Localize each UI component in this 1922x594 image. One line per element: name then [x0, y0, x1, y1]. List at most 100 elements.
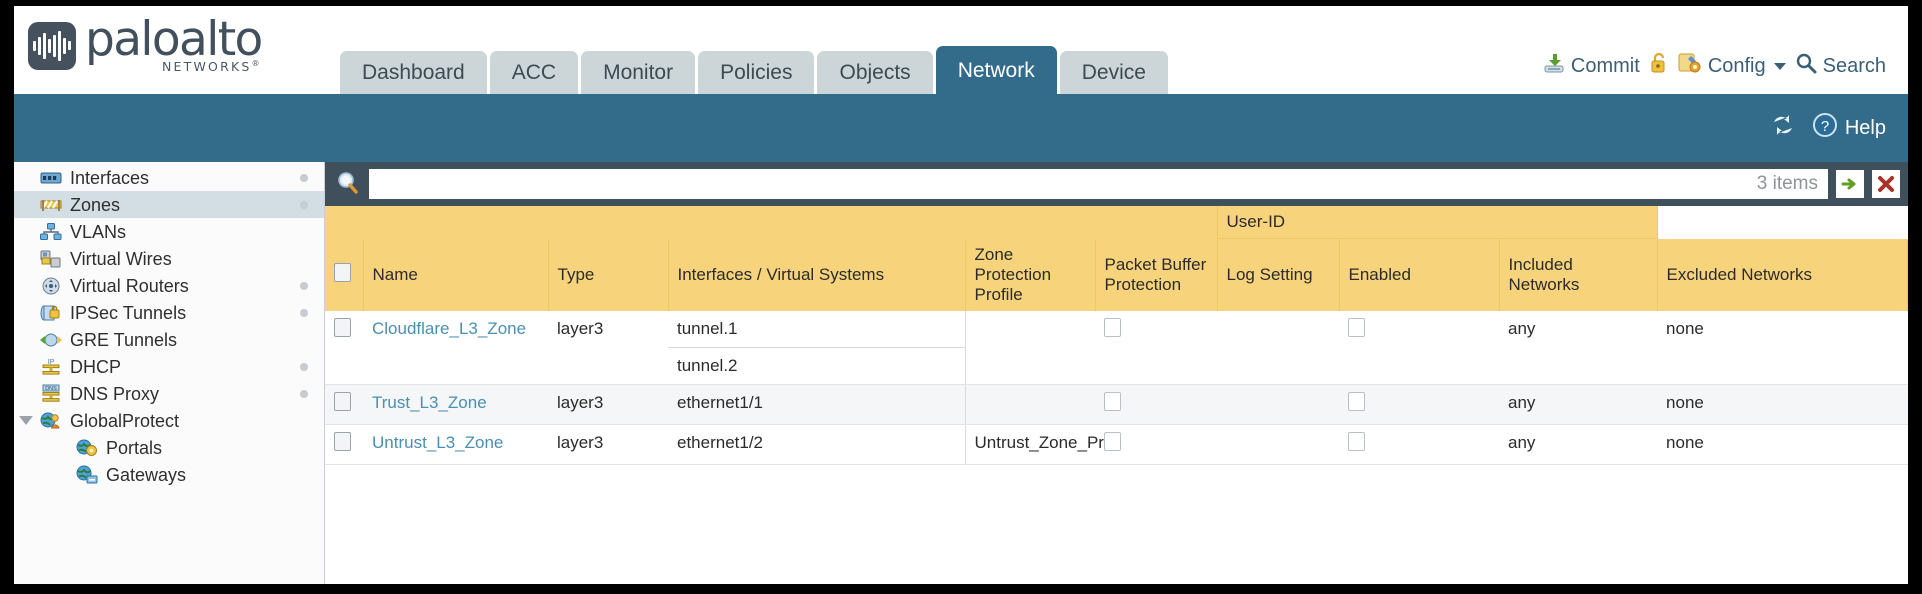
commit-button[interactable]: Commit	[1543, 52, 1640, 80]
sidebar-item-label: IPSec Tunnels	[70, 302, 187, 323]
column-header-excluded-networks[interactable]: Excluded Networks	[1657, 238, 1908, 311]
status-dot	[300, 363, 308, 371]
column-header-type[interactable]: Type	[548, 238, 669, 311]
packet-buffer-protection-checkbox[interactable]	[1104, 431, 1121, 451]
select-all-checkbox[interactable]	[334, 262, 351, 282]
paloalto-logo-icon	[28, 21, 76, 70]
row-select-cell	[325, 424, 363, 465]
cell-type: layer3	[548, 310, 668, 385]
row-checkbox[interactable]	[334, 391, 351, 411]
select-all-header	[325, 238, 364, 311]
interface-entry: tunnel.1	[677, 318, 738, 338]
cell-enabled	[1339, 424, 1500, 465]
cell-name: Untrust_L3_Zone	[363, 424, 548, 465]
config-label: Config	[1707, 54, 1766, 77]
column-header-interfaces[interactable]: Interfaces / Virtual Systems	[668, 238, 966, 311]
tab-policies[interactable]: Policies	[698, 51, 815, 94]
refresh-button[interactable]	[1770, 113, 1796, 143]
lock-icon	[1649, 52, 1669, 80]
column-header-log-setting[interactable]: Log Setting	[1217, 238, 1340, 311]
gre-tunnels-icon	[40, 330, 62, 349]
table-row[interactable]: Untrust_L3_Zone layer3 ethernet1/2 Untru…	[325, 424, 1908, 465]
packet-buffer-protection-checkbox[interactable]	[1104, 317, 1121, 337]
cell-excluded-networks: none	[1657, 310, 1908, 385]
sidebar-item-gre-tunnels[interactable]: GRE Tunnels	[14, 326, 324, 353]
sidebar-item-label: Portals	[106, 437, 163, 458]
zone-name-link[interactable]: Cloudflare_L3_Zone	[372, 318, 527, 338]
tab-device[interactable]: Device	[1059, 51, 1168, 94]
column-header-enabled[interactable]: Enabled	[1339, 238, 1500, 311]
chevron-down-icon[interactable]	[19, 416, 33, 425]
sidebar-item-dhcp[interactable]: IP DHCP	[14, 353, 324, 380]
cell-log-setting	[1217, 424, 1340, 465]
sidebar-item-label: DHCP	[70, 356, 122, 377]
tab-network[interactable]: Network	[935, 46, 1057, 94]
sidebar-item-virtual-routers[interactable]: Virtual Routers	[14, 272, 324, 299]
tab-objects[interactable]: Objects	[817, 51, 933, 94]
status-dot	[300, 201, 308, 209]
tab-acc[interactable]: ACC	[489, 51, 579, 94]
cell-included-networks: any	[1499, 384, 1658, 425]
help-button[interactable]: ? Help	[1812, 112, 1886, 144]
top-right-actions: Commit	[1543, 52, 1908, 94]
cell-packet-buffer-protection	[1095, 310, 1218, 385]
column-header-zone-protection-profile[interactable]: Zone Protection Profile	[965, 238, 1096, 311]
sidebar-item-ipsec-tunnels[interactable]: IPSec Tunnels	[14, 299, 324, 326]
sidebar-item-virtual-wires[interactable]: Virtual Wires	[14, 245, 324, 272]
commit-label: Commit	[1570, 54, 1640, 77]
zones-table-container[interactable]: User-ID Name Type Interfaces / Virtual S…	[325, 206, 1908, 584]
userid-enabled-checkbox[interactable]	[1348, 317, 1366, 337]
sidebar-item-gateways[interactable]: Gateways	[14, 461, 324, 488]
search-icon[interactable]	[335, 170, 361, 199]
search-icon	[1795, 52, 1817, 80]
group-header-spacer	[325, 206, 1218, 239]
ipsec-tunnels-icon	[40, 303, 62, 322]
zone-name-link[interactable]: Trust_L3_Zone	[372, 392, 487, 412]
cell-log-setting	[1217, 310, 1340, 385]
table-header-row: Name Type Interfaces / Virtual Systems Z…	[325, 238, 1908, 311]
sidebar-item-label: Interfaces	[70, 167, 150, 188]
search-input[interactable]: 3 items	[369, 169, 1828, 199]
search-label: Search	[1822, 54, 1886, 77]
search-button[interactable]: Search	[1795, 52, 1886, 80]
sidebar-item-zones[interactable]: Zones	[14, 191, 324, 218]
packet-buffer-protection-checkbox[interactable]	[1104, 391, 1121, 411]
column-header-included-networks[interactable]: Included Networks	[1499, 238, 1658, 311]
interface-entry: tunnel.2	[668, 346, 965, 384]
commit-icon	[1543, 52, 1565, 80]
sidebar-item-dns-proxy[interactable]: DNS DNS Proxy	[14, 380, 324, 407]
table-row[interactable]: Cloudflare_L3_Zone layer3 tunnel.1 tunne…	[325, 310, 1908, 385]
zone-name-link[interactable]: Untrust_L3_Zone	[372, 432, 504, 452]
cell-zone-protection-profile	[965, 384, 1095, 425]
chevron-down-icon	[1773, 62, 1786, 70]
clear-filter-button[interactable]	[1872, 170, 1900, 198]
column-header-name[interactable]: Name	[363, 238, 549, 311]
cell-name: Trust_L3_Zone	[363, 384, 548, 425]
unlock-button[interactable]	[1649, 52, 1669, 80]
row-checkbox[interactable]	[334, 317, 351, 337]
row-checkbox[interactable]	[334, 431, 351, 451]
brand-tagline: NETWORKS®	[162, 58, 262, 74]
table-row[interactable]: Trust_L3_Zone layer3 ethernet1/1	[325, 384, 1908, 425]
tab-monitor[interactable]: Monitor	[581, 51, 696, 94]
sidebar-item-vlans[interactable]: VLANs	[14, 218, 324, 245]
sidebar-item-label: GlobalProtect	[70, 410, 180, 431]
tab-dashboard[interactable]: Dashboard	[340, 51, 487, 94]
sidebar-item-globalprotect[interactable]: GlobalProtect	[14, 407, 324, 434]
userid-enabled-checkbox[interactable]	[1348, 391, 1366, 411]
sidebar-item-portals[interactable]: Portals	[14, 434, 324, 461]
network-sidebar: Interfaces Zones	[14, 162, 325, 584]
apply-filter-button[interactable]	[1836, 170, 1864, 198]
help-icon: ?	[1812, 112, 1838, 144]
svg-text:IP: IP	[48, 359, 55, 366]
sidebar-item-interfaces[interactable]: Interfaces	[14, 164, 324, 191]
cell-type: layer3	[548, 424, 668, 465]
column-header-packet-buffer-protection[interactable]: Packet Buffer Protection	[1095, 238, 1218, 311]
status-dot	[300, 282, 308, 290]
userid-enabled-checkbox[interactable]	[1348, 431, 1366, 451]
config-menu[interactable]: Config	[1678, 52, 1786, 80]
vlans-icon	[40, 222, 62, 241]
cell-zone-protection-profile	[965, 310, 1095, 385]
cell-type: layer3	[548, 384, 668, 425]
group-header-userid: User-ID	[1217, 206, 1658, 239]
